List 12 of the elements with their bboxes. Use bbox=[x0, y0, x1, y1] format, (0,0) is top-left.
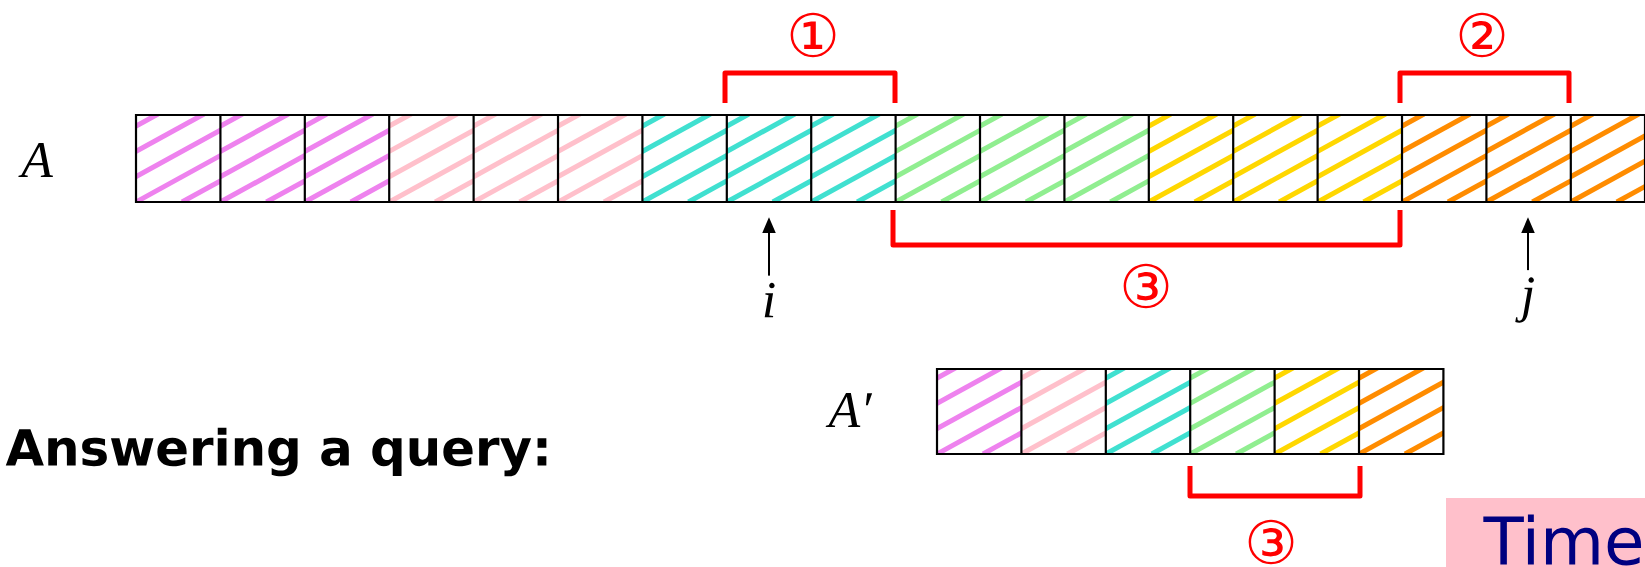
callout-number: ② bbox=[1459, 12, 1505, 58]
heading: Answering a query: bbox=[5, 427, 547, 477]
array-drawing bbox=[935, 367, 1445, 456]
callout-number: ① bbox=[790, 12, 836, 58]
callout-number: ③ bbox=[1248, 519, 1294, 565]
callout-number: ③ bbox=[1123, 263, 1169, 309]
array-drawing bbox=[134, 113, 1645, 204]
array-label: A bbox=[18, 142, 53, 178]
time-box: Time bbox=[1446, 498, 1645, 567]
array-label: A′ bbox=[825, 392, 873, 428]
index-label: j bbox=[1515, 277, 1534, 323]
index-label: i bbox=[764, 282, 775, 318]
